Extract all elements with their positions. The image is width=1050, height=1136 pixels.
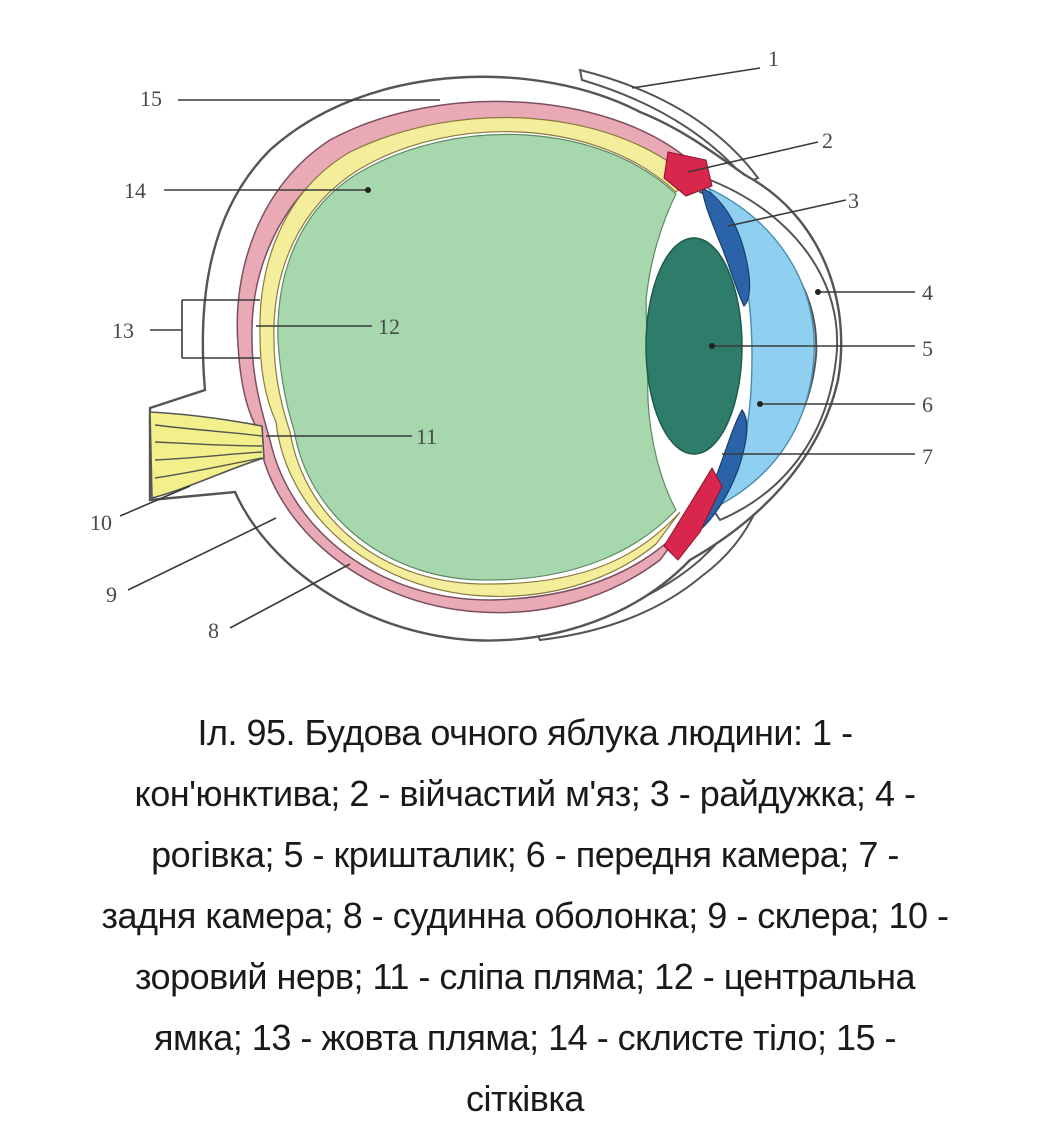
label-6: 6 — [922, 392, 933, 417]
vitreous-body — [277, 133, 677, 581]
label-15: 15 — [140, 86, 162, 111]
caption-line: Іл. 95. Будова очного яблука людини: 1 - — [197, 712, 853, 753]
retina — [259, 117, 691, 598]
label-5: 5 — [922, 336, 933, 361]
eye-anatomy-svg: 1 2 3 4 5 6 7 8 9 10 11 12 13 14 15 — [90, 46, 933, 643]
label-8: 8 — [208, 618, 219, 643]
caption-line: кон'юнктива; 2 - війчастий м'яз; 3 - рай… — [134, 773, 916, 814]
eye-diagram: 1 2 3 4 5 6 7 8 9 10 11 12 13 14 15 — [90, 46, 933, 643]
ciliary-muscle-lower — [663, 467, 723, 561]
caption-line: сітківка — [466, 1078, 584, 1119]
caption-line: зоровий нерв; 11 - сліпа пляма; 12 - цен… — [134, 956, 916, 997]
ciliary-muscle-upper — [663, 151, 713, 197]
label-14: 14 — [124, 178, 146, 203]
label-10: 10 — [90, 510, 112, 535]
caption-line: рогівка; 5 - кришталик; 6 - передня каме… — [151, 834, 899, 875]
caption-line: ямка; 13 - жовта пляма; 14 - склисте тіл… — [153, 1017, 897, 1058]
label-1: 1 — [768, 46, 779, 71]
label-11: 11 — [416, 424, 437, 449]
label-4: 4 — [922, 280, 933, 305]
optic-nerve-fibers — [154, 424, 263, 479]
caption-line: задня камера; 8 - судинна оболонка; 9 - … — [101, 895, 949, 936]
label-9: 9 — [106, 582, 117, 607]
label-12: 12 — [378, 314, 400, 339]
iris-upper — [701, 187, 751, 308]
label-13: 13 — [112, 318, 134, 343]
label-2: 2 — [822, 128, 833, 153]
leader-lines — [119, 67, 915, 629]
label-3: 3 — [848, 188, 859, 213]
figure-caption: Іл. 95. Будова очного яблука людини: 1 -… — [10, 702, 1040, 1129]
label-7: 7 — [922, 444, 933, 469]
